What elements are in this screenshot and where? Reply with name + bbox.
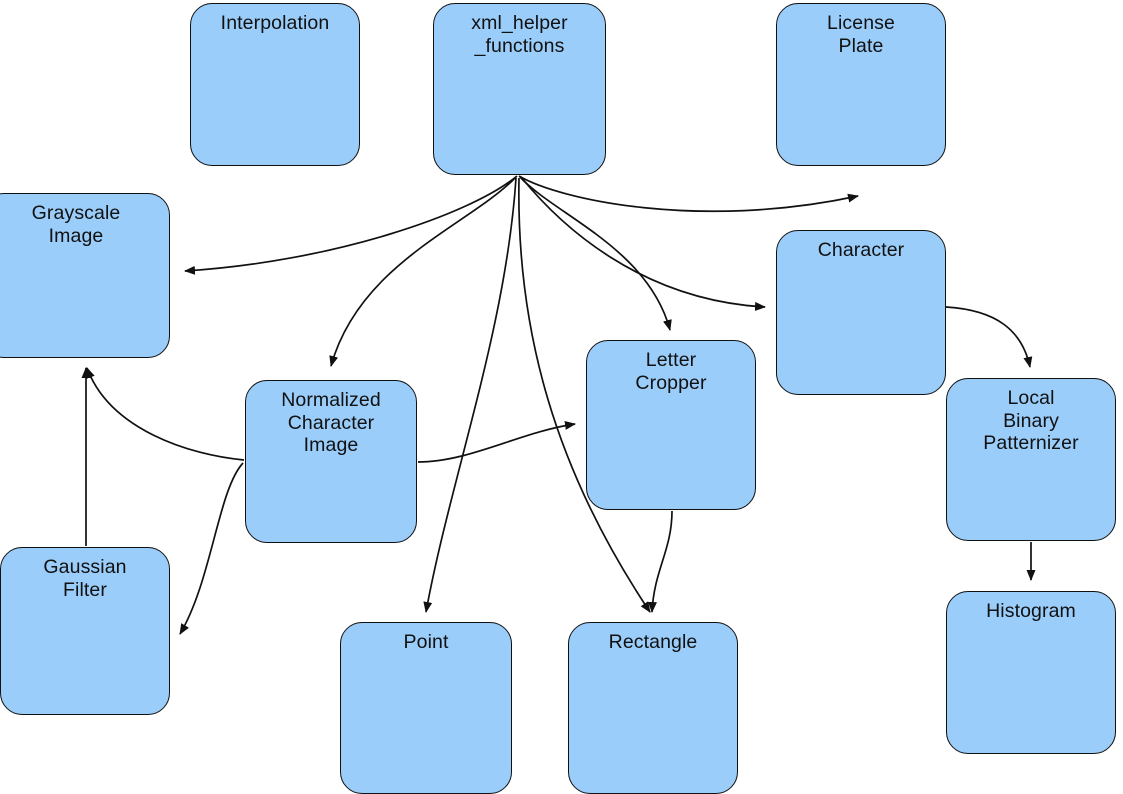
node-local_binary[interactable]: Local Binary Patternizer (946, 378, 1116, 541)
node-label: Grayscale Image (31, 202, 121, 247)
node-label: Rectangle (608, 631, 698, 653)
node-license_plate[interactable]: License Plate (776, 3, 946, 166)
node-point[interactable]: Point (340, 622, 512, 794)
node-label: Histogram (986, 600, 1076, 622)
node-label: xml_helper _functions (471, 12, 568, 57)
node-label: Interpolation (220, 12, 330, 34)
node-label: License Plate (827, 12, 895, 57)
node-rectangle[interactable]: Rectangle (568, 622, 738, 794)
node-label: Character (817, 239, 905, 261)
node-xml_helper[interactable]: xml_helper _functions (433, 3, 606, 175)
node-label: Normalized Character Image (281, 389, 381, 457)
node-histogram[interactable]: Histogram (946, 591, 1116, 754)
node-grayscale_image[interactable]: Grayscale Image (0, 193, 170, 358)
node-label: Point (403, 631, 449, 653)
node-normalized_char[interactable]: Normalized Character Image (245, 380, 417, 543)
node-character[interactable]: Character (776, 230, 946, 395)
node-label: Letter Cropper (635, 349, 707, 394)
node-label: Local Binary Patternizer (983, 387, 1079, 455)
node-interpolation[interactable]: Interpolation (190, 3, 360, 166)
node-letter_cropper[interactable]: Letter Cropper (586, 340, 756, 510)
node-gaussian_filter[interactable]: Gaussian Filter (0, 547, 170, 715)
node-label: Gaussian Filter (43, 556, 127, 601)
